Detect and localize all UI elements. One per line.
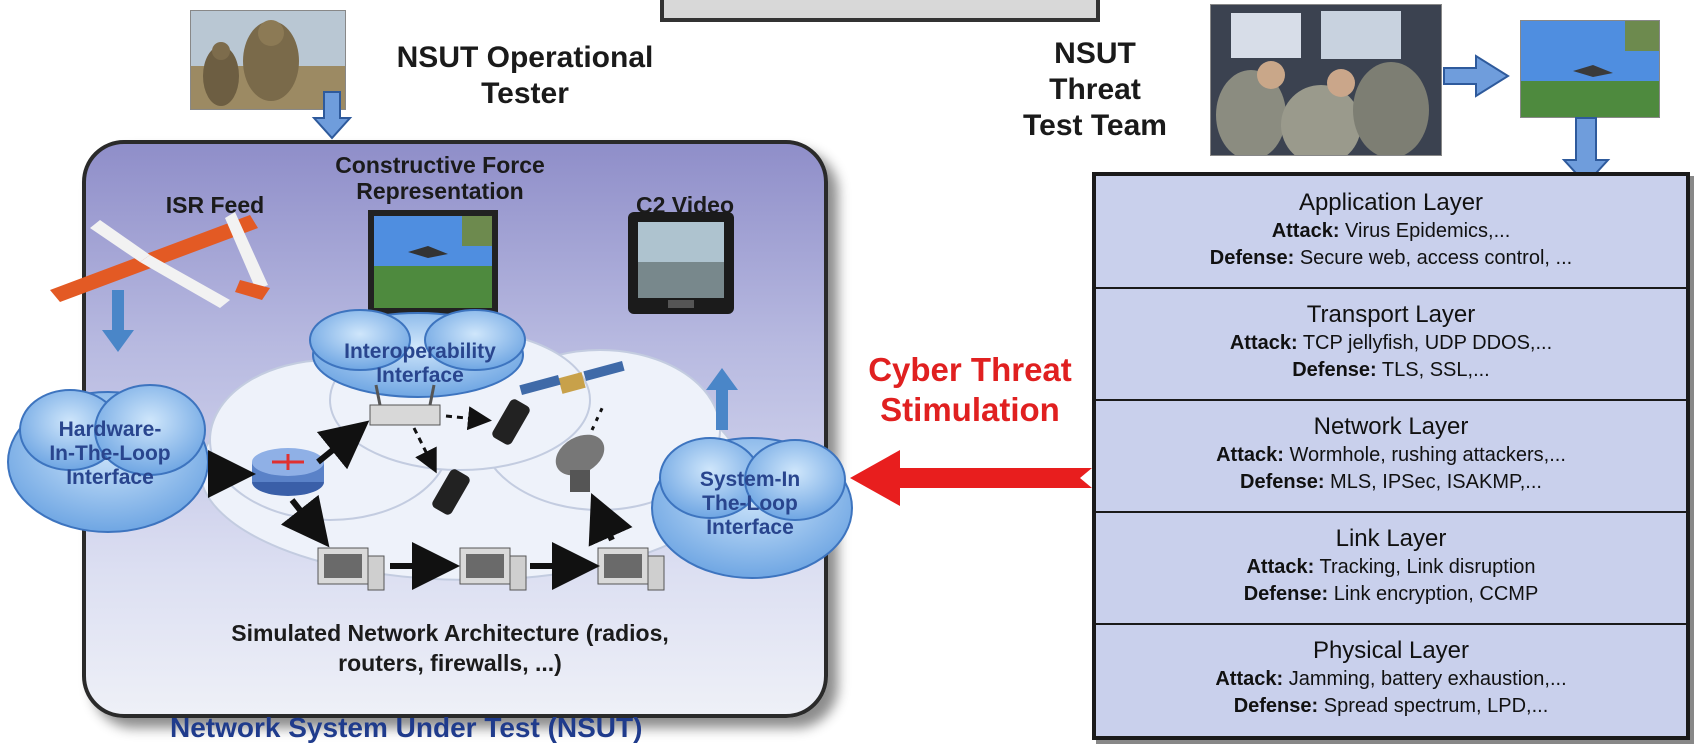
layer-link: Link Layer Attack: Tracking, Link disrup… [1096, 512, 1686, 625]
attack-text: Tracking, Link disruption [1314, 556, 1536, 578]
defense-label: Defense: [1240, 471, 1325, 493]
attack-label: Attack: [1229, 332, 1298, 354]
threat-arrow [850, 450, 1092, 506]
c2-arrow [706, 368, 738, 430]
attack-text: Wormhole, rushing attackers,... [1283, 444, 1566, 466]
router-icon [252, 448, 324, 496]
protocol-layer-stack: Application Layer Attack: Virus Epidemic… [1092, 172, 1690, 740]
defense-label: Defense: [1233, 695, 1319, 717]
attack-text: Jamming, battery exhaustion,... [1283, 668, 1567, 690]
defense-label: Defense: [1292, 359, 1377, 381]
defense-text: TLS, SSL,... [1376, 359, 1490, 381]
sil-label: System-In The-Loop Interface [699, 468, 801, 539]
top-arrows [311, 54, 1611, 186]
defense-text: Spread spectrum, LPD,... [1318, 695, 1549, 717]
access-point-icon [369, 384, 441, 426]
team-photo [1210, 4, 1442, 156]
defense-label: Defense: [1243, 583, 1329, 605]
constructive-force-label: Constructive Force Representation [335, 152, 545, 204]
attack-label: Attack: [1246, 556, 1315, 578]
layer-title: Application Layer [1298, 189, 1484, 216]
isr-arrow [102, 290, 134, 352]
attack-label: Attack: [1215, 668, 1284, 690]
defense-text: MLS, IPSec, ISAKMP,... [1324, 471, 1542, 493]
constructive-monitor-icon [368, 210, 498, 314]
c2-video-monitor-icon [628, 212, 734, 314]
threat-team-title: NSUT Threat Test Team [1023, 37, 1167, 142]
attack-text: TCP jellyfish, UDP DDOS,... [1297, 332, 1553, 354]
phone-icon-1 [492, 399, 530, 445]
layer-title: Network Layer [1313, 413, 1469, 440]
satellite-dish-icon [555, 434, 605, 492]
sil-cloud [651, 437, 853, 579]
nsut-caption: Network System Under Test (NSUT) [170, 712, 643, 743]
attack-label: Attack: [1216, 444, 1284, 466]
layer-title: Transport Layer [1306, 301, 1476, 328]
aircraft-photo [1520, 20, 1660, 118]
computer-icon-2 [459, 547, 527, 591]
cyber-threat-label: Cyber Threat Stimulation [868, 351, 1072, 428]
layer-transport: Transport Layer Attack: TCP jellyfish, U… [1096, 288, 1686, 401]
drone-icon [50, 212, 270, 308]
network-arrows [208, 403, 633, 590]
isr-feed-label: ISR Feed [165, 192, 265, 218]
layer-title: Link Layer [1335, 525, 1447, 552]
operational-tester-title: NSUT Operational Tester [396, 41, 654, 110]
network-architecture-label: Simulated Network Architecture (radios, … [231, 620, 669, 676]
interoperability-cloud [309, 309, 526, 398]
layer-network: Network Layer Attack: Wormhole, rushing … [1096, 400, 1686, 513]
computer-icon-3 [597, 547, 665, 591]
attack-text: Virus Epidemics,... [1339, 220, 1511, 242]
c2-video-label: C2 Video [636, 192, 734, 218]
defense-label: Defense: [1209, 247, 1295, 269]
layer-physical: Physical Layer Attack: Jamming, battery … [1096, 624, 1686, 735]
interoperability-label: Interoperability Interface [344, 340, 496, 387]
defense-text: Link encryption, CCMP [1328, 583, 1539, 605]
defense-text: Secure web, access control, ... [1294, 247, 1573, 269]
soldier-photo [190, 10, 346, 110]
phone-icon-2 [432, 469, 470, 515]
hil-cloud [7, 384, 209, 533]
satellite-icon [519, 360, 625, 396]
top-box [660, 0, 1100, 22]
computer-icon-1 [317, 547, 385, 591]
attack-label: Attack: [1271, 220, 1340, 242]
layer-title: Physical Layer [1312, 637, 1470, 664]
layer-application: Application Layer Attack: Virus Epidemic… [1096, 176, 1686, 289]
hil-label: Hardware- In-The-Loop Interface [49, 418, 171, 489]
